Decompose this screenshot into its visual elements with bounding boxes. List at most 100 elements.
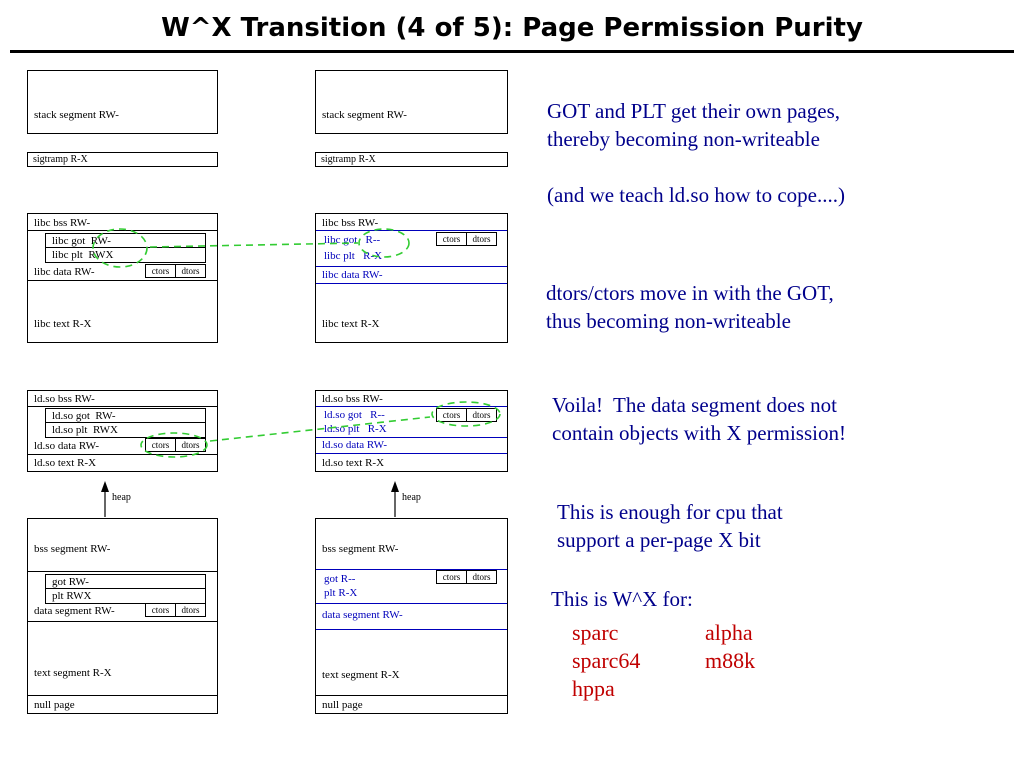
before-bss-segment-label: bss segment RW-: [34, 543, 111, 555]
after-text-segment-label: text segment R-X: [322, 669, 400, 681]
after-bss-segment-label: bss segment RW-: [322, 543, 399, 555]
before-ldso-data-label: ld.so data RW-: [34, 440, 100, 452]
divider-line: [316, 437, 507, 438]
heap-arrowhead-before: [101, 481, 109, 492]
before-gotplt-box: [45, 574, 206, 604]
divider-line: [28, 230, 217, 231]
divider-line: [28, 621, 217, 622]
before-data-segment-label: data segment RW-: [34, 605, 115, 617]
arch-m88k: m88k: [705, 648, 756, 673]
after-ldso-bss-label: ld.so bss RW-: [322, 393, 383, 405]
dtors-box: dtors: [175, 438, 206, 452]
before-stack-label: stack segment RW-: [34, 109, 119, 121]
before-libc-text-label: libc text R-X: [34, 318, 92, 330]
before-plt-label: plt RWX: [52, 590, 92, 602]
note-dtors-move-line2: thus becoming non-writeable: [546, 309, 791, 333]
after-ldso-text-label: ld.so text R-X: [322, 457, 385, 469]
after-libc-box: libc bss RW- libc got R-- ctors dtors li…: [315, 213, 508, 343]
dtors-box: dtors: [466, 232, 497, 246]
after-libc-text-label: libc text R-X: [322, 318, 380, 330]
after-ldso-got-label: ld.so got R--: [324, 409, 385, 421]
divider-line: [316, 406, 507, 407]
note-own-pages-line2: thereby becoming non-writeable: [547, 127, 820, 151]
heap-label-after: heap: [402, 492, 421, 503]
before-ldso-bss-label: ld.so bss RW-: [34, 393, 95, 405]
note-ldso-cope: (and we teach ld.so how to cope....): [547, 183, 845, 207]
arch-sparc64: sparc64: [572, 648, 641, 673]
after-null-page-label: null page: [322, 699, 363, 711]
after-ldso-data-label: ld.so data RW-: [322, 439, 388, 451]
before-ldso-text-label: ld.so text R-X: [34, 457, 97, 469]
note-voila-line2: contain objects with X permission!: [552, 421, 846, 445]
before-ldso-got-label: ld.so got RW-: [52, 410, 116, 422]
arch-alpha: alpha: [705, 620, 753, 645]
note-wx-for: This is W^X for:: [551, 587, 693, 611]
after-data-segment-label: data segment RW-: [322, 609, 403, 621]
after-stack-label: stack segment RW-: [322, 109, 407, 121]
after-got-label: got R--: [324, 573, 356, 585]
after-libc-got-label: libc got R--: [324, 234, 381, 246]
divider-line: [28, 571, 217, 572]
before-libc-plt-label: libc plt RWX: [52, 249, 114, 261]
note-own-pages-line1: GOT and PLT get their own pages,: [547, 99, 840, 123]
divider-line: [28, 280, 217, 281]
divider-line: [316, 453, 507, 454]
after-sigtramp-box: sigtramp R-X: [315, 152, 508, 167]
before-sigtramp-box: sigtramp R-X: [27, 152, 218, 167]
ctors-box: ctors: [436, 408, 467, 422]
before-libc-box: libc bss RW- libc got RW- libc plt RWX l…: [27, 213, 218, 343]
divider-line: [28, 454, 217, 455]
ctors-box: ctors: [145, 438, 176, 452]
before-null-page-label: null page: [34, 699, 75, 711]
before-libc-bss-label: libc bss RW-: [34, 217, 91, 229]
note-enough-line2: support a per-page X bit: [557, 528, 761, 552]
after-libc-plt-label: libc plt R-X: [324, 250, 383, 262]
before-ldso-gotplt-box: [45, 408, 206, 438]
dtors-box: dtors: [175, 603, 206, 617]
divider-line: [46, 247, 205, 248]
before-ldso-plt-label: ld.so plt RWX: [52, 424, 119, 436]
dtors-box: dtors: [466, 570, 497, 584]
after-libc-bss-label: libc bss RW-: [322, 217, 379, 229]
note-dtors-move-line1: dtors/ctors move in with the GOT,: [546, 281, 834, 305]
before-stack-box: stack segment RW-: [27, 70, 218, 134]
divider-line: [316, 569, 507, 570]
before-text-segment-label: text segment R-X: [34, 667, 112, 679]
title-rule: [10, 50, 1014, 53]
divider-line: [316, 230, 507, 231]
divider-line: [316, 283, 507, 284]
before-exec-box: bss segment RW- got RW- plt RWX data seg…: [27, 518, 218, 714]
divider-line: [316, 266, 507, 267]
dtors-box: dtors: [175, 264, 206, 278]
before-ldso-box: ld.so bss RW- ld.so got RW- ld.so plt RW…: [27, 390, 218, 472]
before-libc-got-label: libc got RW-: [52, 235, 111, 247]
slide-title: W^X Transition (4 of 5): Page Permission…: [161, 13, 863, 43]
before-sigtramp-label: sigtramp R-X: [33, 154, 88, 165]
note-voila-line1: Voila! The data segment does not: [552, 393, 837, 417]
divider-line: [316, 603, 507, 604]
after-exec-box: bss segment RW- got R-- ctors dtors plt …: [315, 518, 508, 714]
divider-line: [28, 695, 217, 696]
arch-hppa: hppa: [572, 676, 615, 701]
arch-sparc: sparc: [572, 620, 619, 645]
after-ldso-plt-label: ld.so plt R-X: [324, 423, 387, 435]
after-ldso-box: ld.so bss RW- ld.so got R-- ctors dtors …: [315, 390, 508, 472]
divider-line: [316, 695, 507, 696]
before-libc-data-label: libc data RW-: [34, 266, 95, 278]
divider-line: [28, 406, 217, 407]
divider-line: [316, 629, 507, 630]
note-enough-line1: This is enough for cpu that: [557, 500, 783, 524]
divider-line: [46, 588, 205, 589]
ctors-box: ctors: [145, 603, 176, 617]
before-got-label: got RW-: [52, 576, 89, 588]
ctors-box: ctors: [436, 232, 467, 246]
dtors-box: dtors: [466, 408, 497, 422]
after-sigtramp-label: sigtramp R-X: [321, 154, 376, 165]
ctors-box: ctors: [145, 264, 176, 278]
ctors-box: ctors: [436, 570, 467, 584]
divider-line: [46, 422, 205, 423]
after-libc-data-label: libc data RW-: [322, 269, 383, 281]
heap-label-before: heap: [112, 492, 131, 503]
heap-arrowhead-after: [391, 481, 399, 492]
